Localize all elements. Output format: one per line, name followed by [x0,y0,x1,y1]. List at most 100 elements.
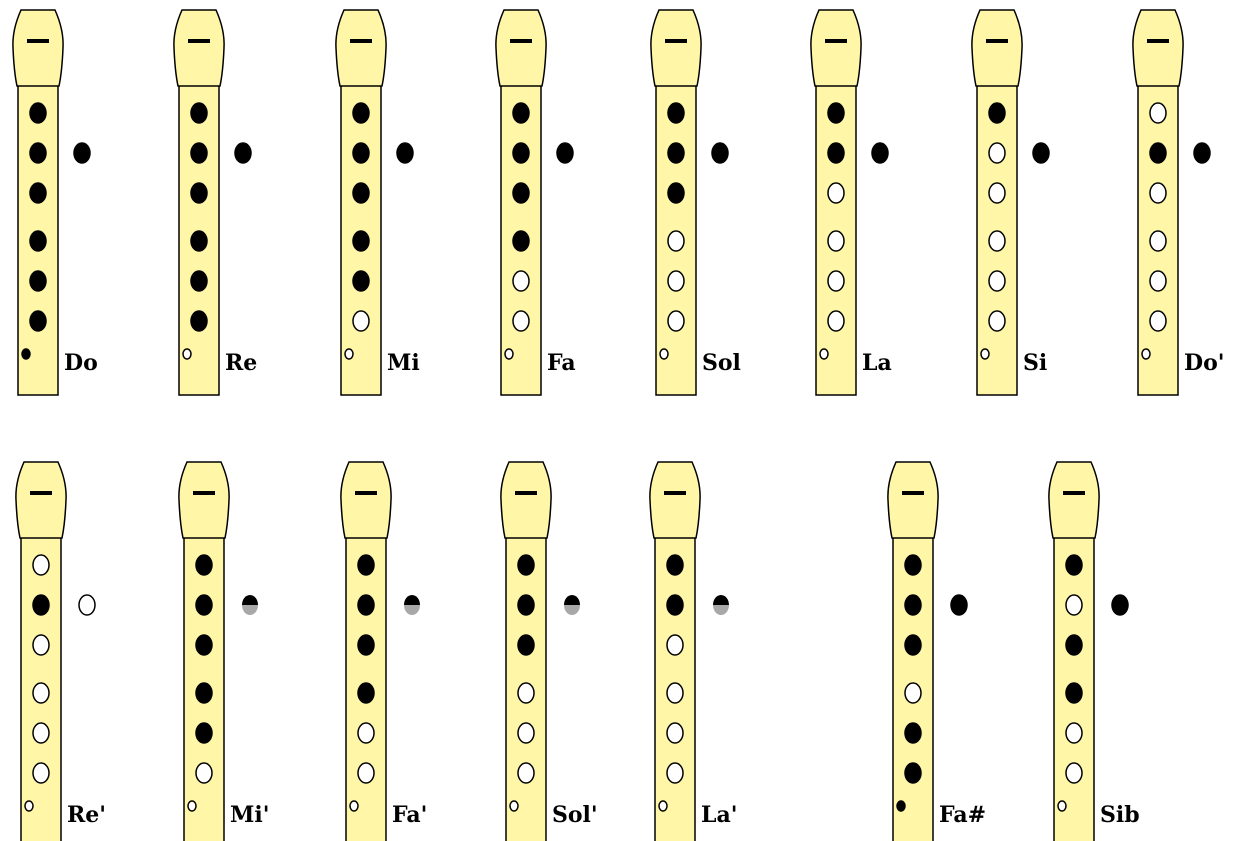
finger-hole-3 [190,182,208,204]
recorder-13: La' [649,461,737,841]
finger-hole-2 [904,594,922,616]
finger-hole-2 [357,594,375,616]
finger-hole-5 [904,722,922,744]
finger-hole-1 [357,554,375,576]
recorder-body [345,536,387,841]
windway-slot [825,39,847,43]
finger-hole-6 [517,762,535,784]
finger-hole-4 [190,230,208,252]
bottom-hole [659,348,669,360]
finger-hole-6 [666,762,684,784]
finger-hole-5 [32,722,50,744]
finger-hole-6 [827,310,845,332]
finger-hole-3 [827,182,845,204]
note-label: La [862,350,892,376]
finger-hole-6 [904,762,922,784]
bottom-hole [344,348,354,360]
finger-hole-3 [1149,182,1167,204]
recorder-7: Si [971,9,1050,396]
recorder-10: Mi' [178,461,269,841]
thumb-hole-upper-half [404,595,420,605]
windway-slot [1063,491,1085,495]
mouthpiece [650,9,702,87]
finger-hole-2 [517,594,535,616]
recorder-12: Sol' [500,461,598,841]
finger-hole-3 [512,182,530,204]
note-label: Sol [702,350,741,376]
note-label: Fa# [939,802,986,828]
windway-slot [510,39,532,43]
mouthpiece [887,461,939,539]
recorder-5: Sol [650,9,741,396]
bottom-hole [349,800,359,812]
finger-hole-6 [352,310,370,332]
finger-hole-2 [190,142,208,164]
note-label: Fa [547,350,576,376]
finger-hole-1 [517,554,535,576]
finger-hole-2 [827,142,845,164]
note-label: Mi [387,350,420,376]
recorder-3: Mi [335,9,420,396]
note-label: Re [225,350,257,376]
bottom-hole [21,348,31,360]
thumb-hole-lower-half [713,605,729,615]
bottom-hole [182,348,192,360]
finger-hole-4 [1065,682,1083,704]
finger-hole-2 [1065,594,1083,616]
windway-slot [986,39,1008,43]
finger-hole-3 [32,634,50,656]
bottom-hole [819,348,829,360]
mouthpiece [495,9,547,87]
finger-hole-1 [1149,102,1167,124]
finger-hole-5 [29,270,47,292]
windway-slot [664,491,686,495]
finger-hole-2 [512,142,530,164]
finger-hole-4 [517,682,535,704]
thumb-hole [73,142,91,164]
mouthpiece [649,461,701,539]
finger-hole-4 [512,230,530,252]
thumb-hole-lower-half [564,605,580,615]
finger-hole-3 [988,182,1006,204]
thumb-hole-upper-half [242,595,258,605]
finger-hole-6 [195,762,213,784]
thumb-hole [404,595,420,615]
finger-hole-5 [988,270,1006,292]
recorder-2: Re [173,9,257,396]
recorder-8: Do' [1132,9,1225,396]
finger-hole-1 [904,554,922,576]
windway-slot [1147,39,1169,43]
finger-hole-4 [904,682,922,704]
finger-hole-5 [190,270,208,292]
windway-slot [355,491,377,495]
finger-hole-5 [666,722,684,744]
finger-hole-2 [666,594,684,616]
windway-slot [27,39,49,43]
finger-hole-6 [29,310,47,332]
thumb-hole-lower-half [404,605,420,615]
finger-hole-3 [357,634,375,656]
note-label: Sol' [552,802,598,828]
note-label: Fa' [392,802,427,828]
note-label: La' [701,802,737,828]
finger-hole-3 [667,182,685,204]
finger-hole-1 [827,102,845,124]
bottom-hole [24,800,34,812]
bottom-hole [1141,348,1151,360]
thumb-hole [234,142,252,164]
bottom-hole [509,800,519,812]
finger-hole-4 [666,682,684,704]
note-label: Mi' [230,802,269,828]
finger-hole-2 [988,142,1006,164]
thumb-hole [711,142,729,164]
finger-hole-1 [29,102,47,124]
recorder-4: Fa [495,9,576,396]
finger-hole-3 [904,634,922,656]
mouthpiece [12,9,64,87]
mouthpiece [810,9,862,87]
finger-hole-2 [667,142,685,164]
finger-hole-3 [1065,634,1083,656]
windway-slot [188,39,210,43]
mouthpiece [1132,9,1184,87]
